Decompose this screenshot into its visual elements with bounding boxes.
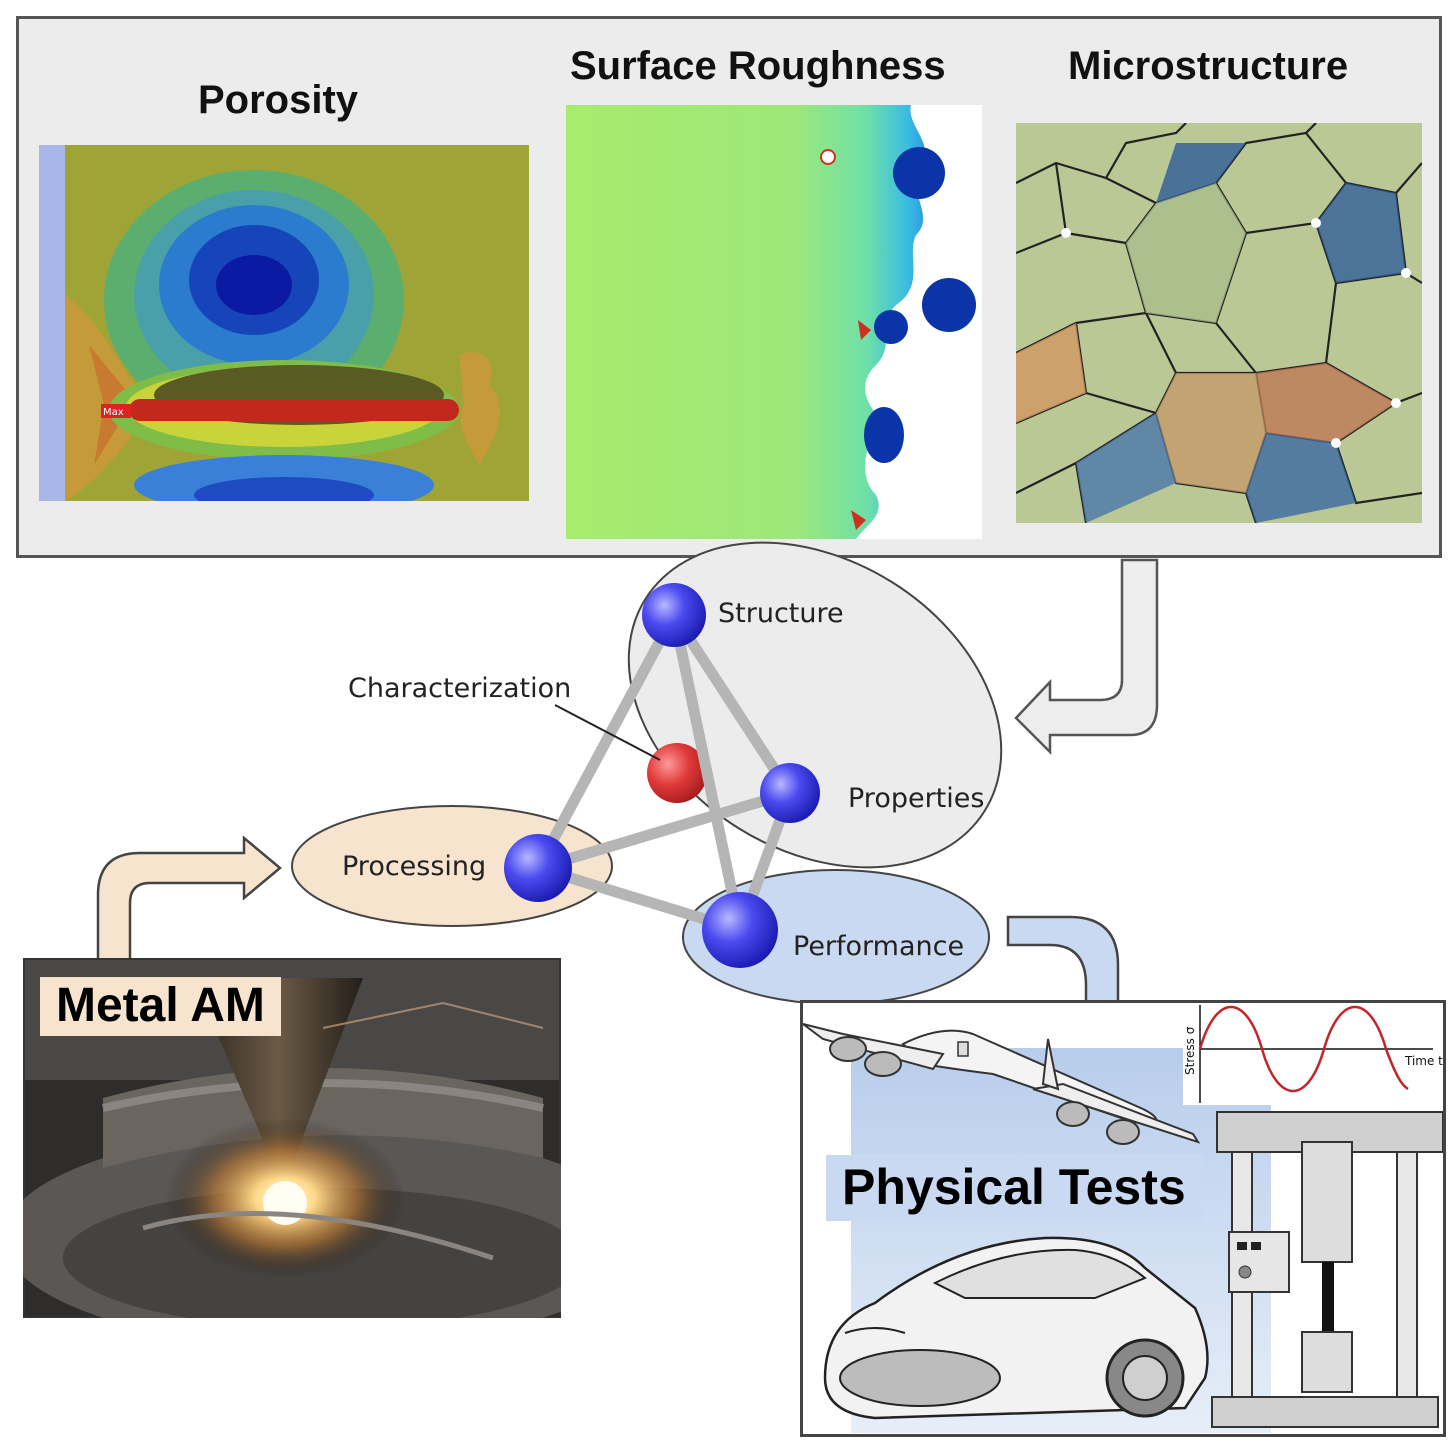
microstructure-image — [1016, 123, 1422, 523]
processing-node — [504, 834, 572, 902]
performance-label: Performance — [793, 931, 965, 962]
surface-roughness-image — [566, 105, 982, 539]
porosity-image: Max — [39, 145, 529, 501]
time-axis-label: Time t — [1404, 1054, 1443, 1068]
stress-time-plot: Stress σ Time t — [1183, 1003, 1443, 1105]
processing-label: Processing — [342, 851, 487, 882]
stress-wave — [1198, 1005, 1409, 1093]
properties-node — [760, 763, 820, 823]
testing-machine-illustration — [1211, 1111, 1443, 1428]
properties-label: Properties — [848, 783, 985, 814]
porosity-title: Porosity — [198, 78, 359, 122]
microstructure-title: Microstructure — [1068, 44, 1349, 88]
porosity-max-marker: Max — [103, 407, 124, 418]
stress-axis-label: Stress σ — [1183, 1026, 1197, 1075]
car-illustration — [823, 1236, 1209, 1420]
performance-node — [702, 892, 778, 968]
characterization-node — [647, 743, 707, 803]
structure-label: Structure — [718, 598, 844, 629]
metal-am-photo — [23, 958, 561, 1318]
characterization-label: Characterization — [348, 673, 572, 704]
structure-properties-ellipse — [627, 541, 1003, 869]
structure-node — [642, 583, 706, 647]
airplane-illustration — [803, 1023, 1201, 1145]
surface-roughness-title: Surface Roughness — [570, 44, 946, 88]
metal-am-label: Metal AM — [40, 977, 281, 1036]
physical-tests-label: Physical Tests — [826, 1155, 1202, 1221]
